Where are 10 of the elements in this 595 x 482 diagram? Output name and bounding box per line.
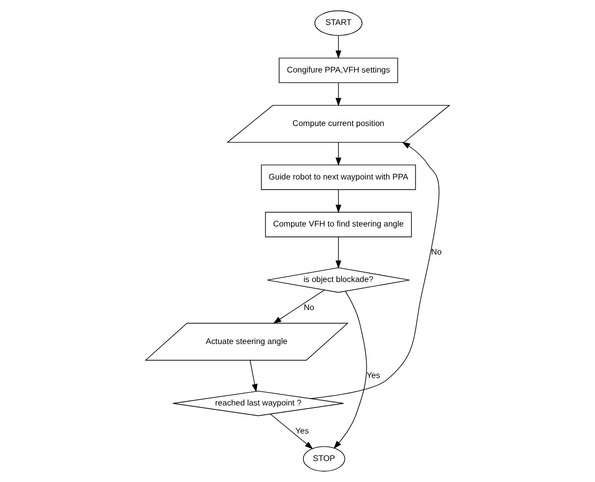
arrow — [336, 189, 342, 213]
arrow — [273, 290, 325, 324]
arrow — [334, 291, 367, 449]
arrow — [336, 35, 342, 59]
arrow — [270, 414, 314, 450]
arrow — [250, 360, 258, 392]
arrow — [336, 142, 342, 166]
arrow — [310, 142, 440, 399]
arrow — [336, 236, 342, 269]
arrow — [336, 82, 342, 106]
